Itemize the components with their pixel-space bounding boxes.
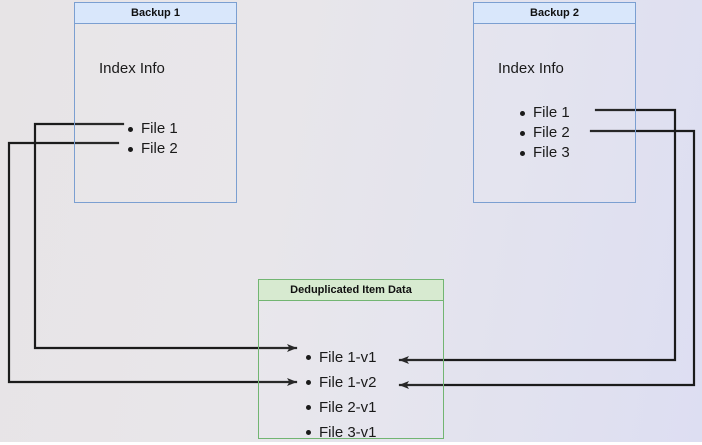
node-backup2-index-label: Index Info (498, 60, 564, 77)
node-backup2-body: Index Info File 1 File 2 File 3 (474, 24, 635, 202)
node-backup1-title: Backup 1 (75, 3, 236, 24)
node-backup1-body: Index Info File 1 File 2 (75, 24, 236, 202)
list-item[interactable]: File 3-v1 (304, 420, 377, 445)
list-item[interactable]: File 2 (126, 139, 178, 159)
node-deduplicated-item-data[interactable]: Deduplicated Item Data File 1-v1 File 1-… (258, 279, 444, 441)
connector-backup2-file2-to-dedup-file2v1 (398, 129, 696, 389)
node-dedup-body: File 1-v1 File 1-v2 File 2-v1 File 3-v1 (259, 301, 443, 441)
node-backup2-title: Backup 2 (474, 3, 635, 24)
node-backup1-index-label: Index Info (99, 60, 165, 77)
list-item[interactable]: File 1 (518, 103, 570, 123)
list-item[interactable]: File 2-v1 (304, 395, 377, 420)
node-dedup-title: Deduplicated Item Data (259, 280, 443, 301)
node-backup1[interactable]: Backup 1 Index Info File 1 File 2 (74, 2, 237, 203)
list-item[interactable]: File 1-v2 (304, 370, 377, 395)
list-item[interactable]: File 1 (126, 119, 178, 139)
node-dedup-file-list: File 1-v1 File 1-v2 File 2-v1 File 3-v1 (304, 345, 377, 445)
node-backup2-file-list: File 1 File 2 File 3 (518, 103, 570, 163)
connector-backup1-file2-to-dedup-file2v1 (7, 141, 298, 386)
node-backup1-file-list: File 1 File 2 (126, 119, 178, 159)
list-item[interactable]: File 1-v1 (304, 345, 377, 370)
node-backup2[interactable]: Backup 2 Index Info File 1 File 2 File 3 (473, 2, 636, 203)
list-item[interactable]: File 2 (518, 123, 570, 143)
list-item[interactable]: File 3 (518, 143, 570, 163)
connector-backup1-file1-to-dedup-file1v1 (33, 122, 298, 352)
